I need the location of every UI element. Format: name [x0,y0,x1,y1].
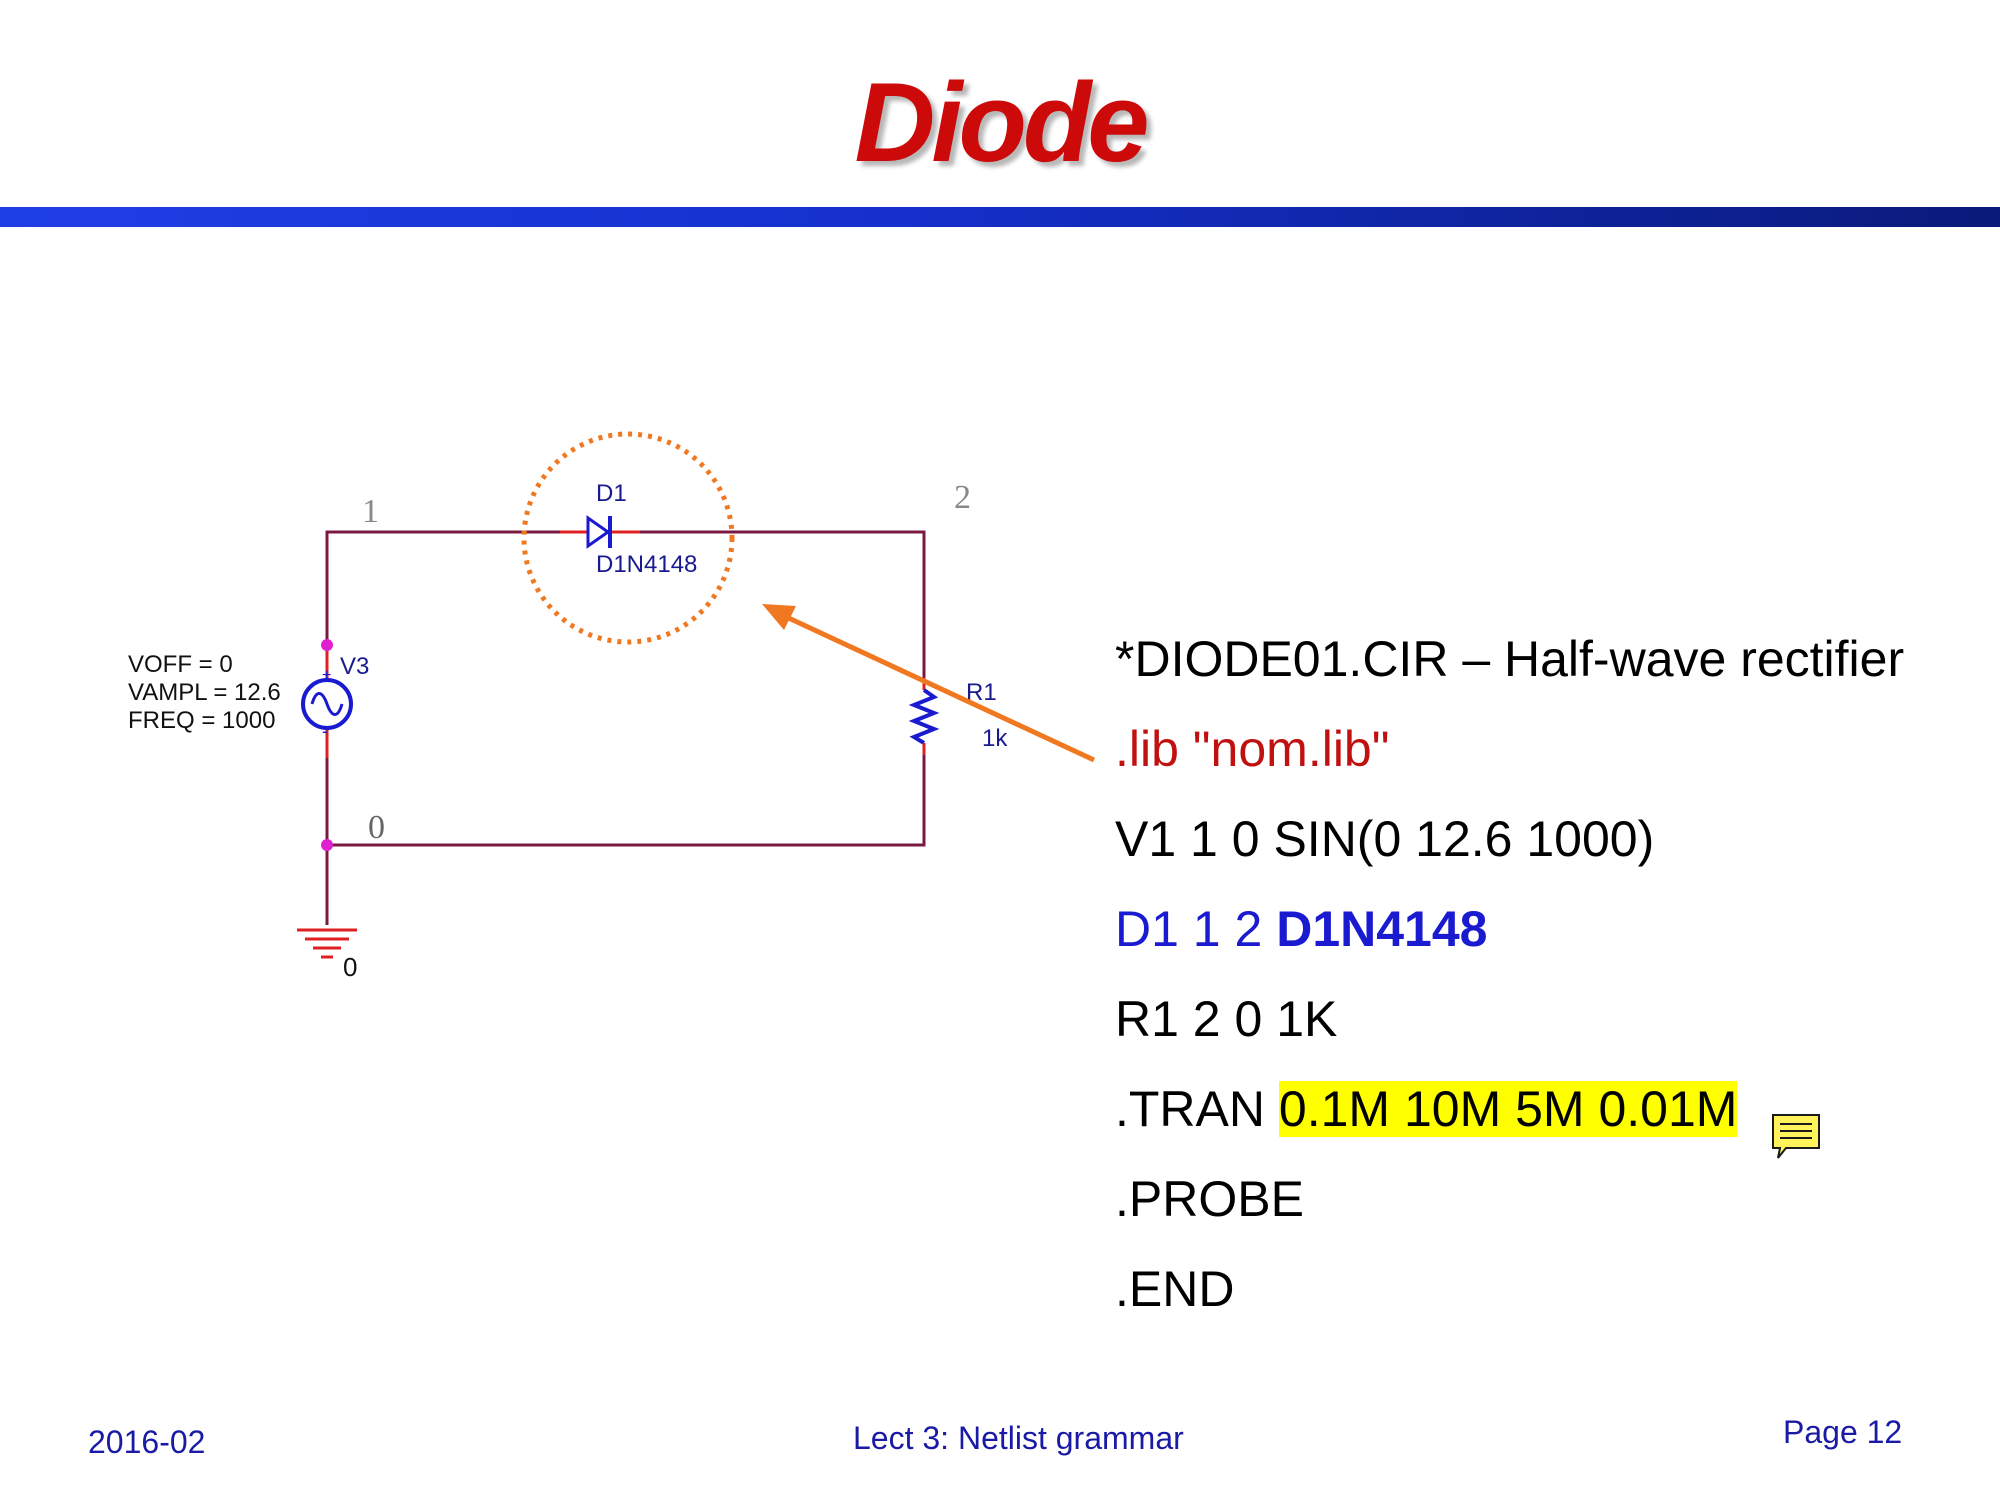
source-param-freq: FREQ = 1000 [128,707,275,734]
wire-resistor-bottom [325,755,926,847]
netlist-tran-line: .TRAN 0.1M 10M 5M 0.01M [1115,1080,1738,1138]
netlist-diode-line: D1 1 2 D1N4148 [1115,900,1487,958]
diode-model-name: D1N4148 [1276,901,1488,957]
wire-node-1 [325,530,560,645]
node-label: 1 [362,493,379,530]
highlight-circle [521,431,735,645]
diode-model-label: D1N4148 [596,551,697,578]
svg-text:+: + [322,667,331,684]
comment-note-icon[interactable] [1770,1112,1822,1162]
netlist-lib-line: .lib "nom.lib" [1115,721,1390,777]
resistor-value-label: 1k [982,725,1008,752]
arrow-annotation [762,604,1096,763]
source-ref-label: V3 [340,653,369,680]
wire-node-2 [610,530,926,678]
footer-page-number: Page 12 [1783,1414,1903,1450]
resistor-icon [908,688,940,745]
node-label: 0 [368,809,385,846]
junction-dot [321,639,333,651]
resistor-r1 [908,678,940,755]
wires [325,530,926,925]
source-param-vampl: VAMPL = 12.6 [128,679,281,706]
diode-d1 [560,515,640,549]
slide-title: Diode [854,60,1149,185]
netlist-resistor-line: R1 2 0 1K [1115,991,1338,1047]
voltage-source-v3: + - [301,639,353,758]
tran-args-highlight: 0.1M 10M 5M 0.01M [1278,1081,1738,1137]
svg-text:-: - [322,721,328,741]
netlist-probe-line: .PROBE [1115,1171,1304,1227]
diode-icon [586,515,611,549]
footer-date: 2016-02 [88,1424,206,1460]
ground-label: 0 [343,952,357,982]
netlist-end-line: .END [1115,1261,1235,1317]
netlist-title-line: *DIODE01.CIR – Half-wave rectifier [1115,631,1905,687]
footer-course: Lect 3: Netlist grammar [853,1420,1184,1456]
diode-ref-label: D1 [596,480,627,507]
netlist-source-line: V1 1 0 SIN(0 12.6 1000) [1115,811,1655,867]
ground-symbol [297,928,357,959]
junction-dot [321,839,333,851]
title-divider [0,207,2000,227]
tran-command: .TRAN [1115,1081,1279,1137]
node-label: 2 [954,479,971,516]
source-param-voff: VOFF = 0 [128,651,233,678]
sine-source-icon [301,678,353,730]
arrowhead-icon [762,604,796,630]
diode-line-prefix: D1 1 2 [1115,901,1277,957]
